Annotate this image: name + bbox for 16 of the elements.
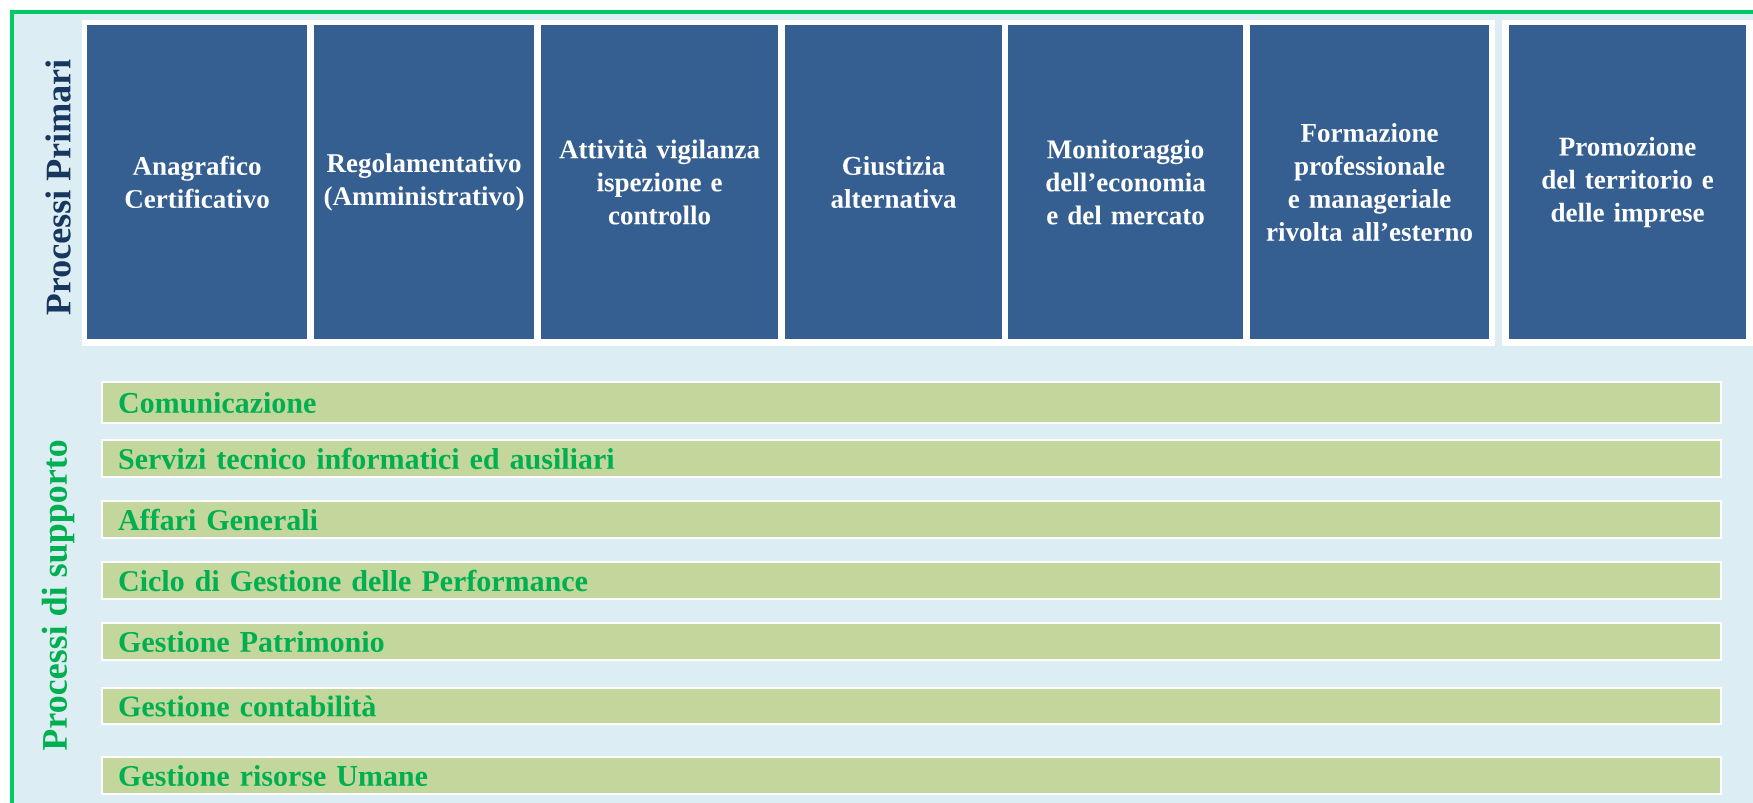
process-bar: Ciclo di Gestione delle Performance	[101, 561, 1722, 600]
process-bar: Gestione risorse Umane	[101, 756, 1722, 795]
process-box: Giustizia alternativa	[785, 25, 1002, 339]
process-bar: Comunicazione	[101, 381, 1722, 424]
process-bar: Affari Generali	[101, 500, 1722, 539]
process-bar: Gestione Patrimonio	[101, 622, 1722, 661]
process-box: Monitoraggio dell’economia e del mercato	[1008, 25, 1243, 339]
vertical-label: Processi di supporto	[41, 440, 75, 751]
process-box: Attività vigilanza ispezione e controllo	[541, 25, 778, 339]
process-box: Anagrafico Certificativo	[87, 25, 307, 339]
vertical-label: Processi Primari	[45, 59, 71, 315]
process-box: Regolamentativo (Amministrativo)	[314, 25, 534, 339]
process-bar: Servizi tecnico informatici ed ausiliari	[101, 439, 1722, 478]
process-box: Formazione professionale e manageriale rivolta all’esterno	[1250, 25, 1489, 339]
process-bar: Gestione contabilità	[101, 687, 1722, 725]
process-box: Promozione del territorio e delle imprese	[1509, 25, 1746, 339]
